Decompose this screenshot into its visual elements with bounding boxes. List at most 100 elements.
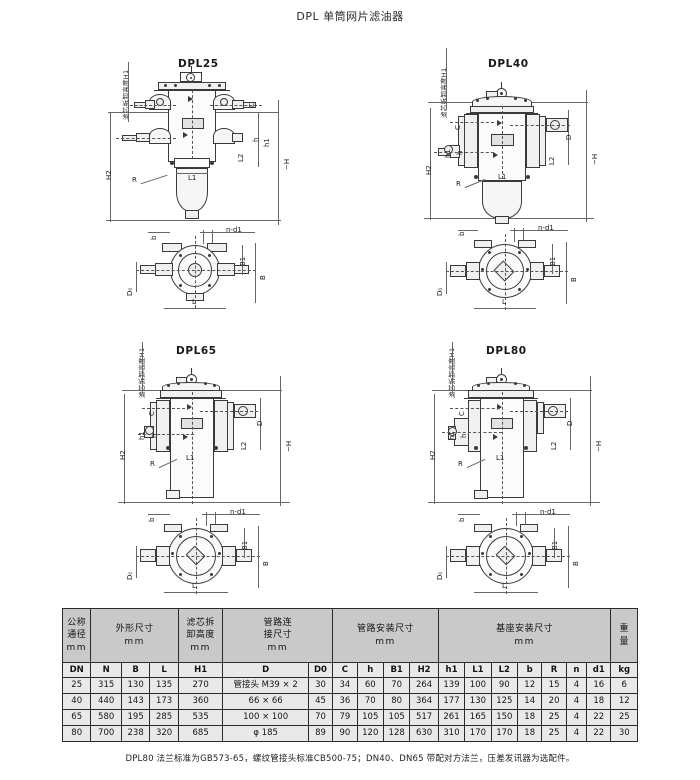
table-cell: 25 xyxy=(541,725,567,742)
table-cell: 150 xyxy=(490,709,519,726)
dim-b1-dpl40: B1 xyxy=(549,256,557,266)
table-cell: 4 xyxy=(565,693,588,710)
table-cell: 238 xyxy=(120,725,151,742)
dim-h-small-dpl40: h xyxy=(456,150,464,155)
dim-b1-dpl25: B1 xyxy=(239,256,247,266)
table-column-symbol: DN xyxy=(61,662,92,678)
table-cell: 36 xyxy=(332,693,358,710)
table-cell: 4 xyxy=(565,709,588,726)
table-cell: 440 xyxy=(90,693,122,710)
table-cell: 66 × 66 xyxy=(222,693,309,710)
table-column-symbol: L1 xyxy=(464,662,492,678)
dim-nd1-dpl65: n-d1 xyxy=(230,508,246,516)
dim-bb-dpl25: B xyxy=(259,275,267,280)
dim-d0-dpl25: D₀ xyxy=(126,287,134,296)
dim-l2-dpl80: L2 xyxy=(550,441,558,450)
dim-c-dpl80: C xyxy=(458,411,466,416)
dim-l1-dpl25: L1 xyxy=(188,174,197,182)
table-cell: 45 xyxy=(307,693,334,710)
table-cell: 14 xyxy=(517,693,543,710)
dim-h-small-dpl80: h xyxy=(460,433,468,438)
dim-r-dpl65: R xyxy=(150,460,155,468)
drawing-label-dpl40: DPL40 xyxy=(488,58,529,70)
table-cell: 65 xyxy=(61,709,92,726)
table-cell: 100 × 100 xyxy=(222,709,309,726)
table-cell: 70 xyxy=(356,693,384,710)
table-column-symbol: L xyxy=(149,662,179,678)
dim-b-dpl65: b xyxy=(148,517,156,522)
table-cell: 120 xyxy=(356,725,384,742)
table-cell: 170 xyxy=(490,725,519,742)
table-cell: 173 xyxy=(149,693,179,710)
dim-b1-dpl80: B1 xyxy=(551,540,559,550)
table-column-symbol: n xyxy=(565,662,588,678)
table-column-symbol: B1 xyxy=(382,662,411,678)
table-cell: 79 xyxy=(332,709,358,726)
dim-c-dpl40: C xyxy=(454,125,462,130)
dim-l1-dpl40: L1 xyxy=(498,173,507,181)
table-cell: 143 xyxy=(120,693,151,710)
dim-l-plan-dpl40: L xyxy=(502,298,506,306)
table-cell: 685 xyxy=(177,725,224,742)
dim-d0-dpl80: D₀ xyxy=(436,571,444,580)
page-title: DPL 单筒网片滤油器 xyxy=(296,10,404,23)
dim-b1-dpl65: B1 xyxy=(241,540,249,550)
dim-h1-dpl40: h1 xyxy=(444,149,452,158)
dim-h2-dpl80: H2 xyxy=(429,450,437,460)
table-cell: 12 xyxy=(610,693,638,710)
table-column-symbol: L2 xyxy=(490,662,519,678)
table-cell: 30 xyxy=(307,677,334,694)
table-cell: 165 xyxy=(464,709,492,726)
table-cell: 125 xyxy=(490,693,519,710)
table-column-symbol: H2 xyxy=(409,662,439,678)
dim-nd1-dpl80: n-d1 xyxy=(540,508,556,516)
table-cell: 130 xyxy=(120,677,151,694)
table-column-symbol: d1 xyxy=(586,662,612,678)
dim-l-plan-dpl80: L xyxy=(502,582,506,590)
table-cell: 130 xyxy=(464,693,492,710)
dim-r-dpl40: R xyxy=(456,180,461,188)
table-cell: 18 xyxy=(517,725,543,742)
table-group-header: 重量 xyxy=(610,608,638,663)
dim-bb-dpl65: B xyxy=(262,561,270,566)
table-cell: 40 xyxy=(61,693,92,710)
drawing-label-dpl80: DPL80 xyxy=(486,345,527,357)
dim-nd1-dpl25: n-d1 xyxy=(226,226,242,234)
table-cell: 30 xyxy=(610,725,638,742)
dim-c-dpl65: C xyxy=(148,411,156,416)
table-cell: 535 xyxy=(177,709,224,726)
table-cell: 139 xyxy=(437,677,466,694)
table-cell: 25 xyxy=(541,709,567,726)
dim-h-small-dpl25: h xyxy=(252,137,260,142)
table-cell: 517 xyxy=(409,709,439,726)
table-cell: 195 xyxy=(120,709,151,726)
table-group-header-text: 重量 xyxy=(619,624,629,647)
table-cell: φ 185 xyxy=(222,725,309,742)
table-column-symbol: h1 xyxy=(437,662,466,678)
table-cell: 310 xyxy=(437,725,466,742)
table-cell: 管接头 M39 × 2 xyxy=(222,677,309,694)
dim-c-dpl25: C xyxy=(248,103,256,108)
dim-b-dpl25: b xyxy=(150,235,158,240)
table-cell: 261 xyxy=(437,709,466,726)
dim-b-dpl40: b xyxy=(458,231,466,236)
dim-h1-dpl25: h1 xyxy=(263,138,271,147)
dim-h-dpl40: ~H xyxy=(591,153,599,165)
dim-d-dpl40: D xyxy=(565,134,573,140)
drawing-dpl25: DPL25 滤芯拆卸高度H1 H2 ~H h1 h xyxy=(100,40,320,330)
table-cell: 25 xyxy=(610,709,638,726)
table-cell: 80 xyxy=(382,693,411,710)
dim-h-dpl25: ~H xyxy=(283,158,291,170)
table-cell: 12 xyxy=(517,677,543,694)
table-cell: 105 xyxy=(382,709,411,726)
dim-l1-dpl65: L1 xyxy=(186,454,195,462)
table-cell: 89 xyxy=(307,725,334,742)
